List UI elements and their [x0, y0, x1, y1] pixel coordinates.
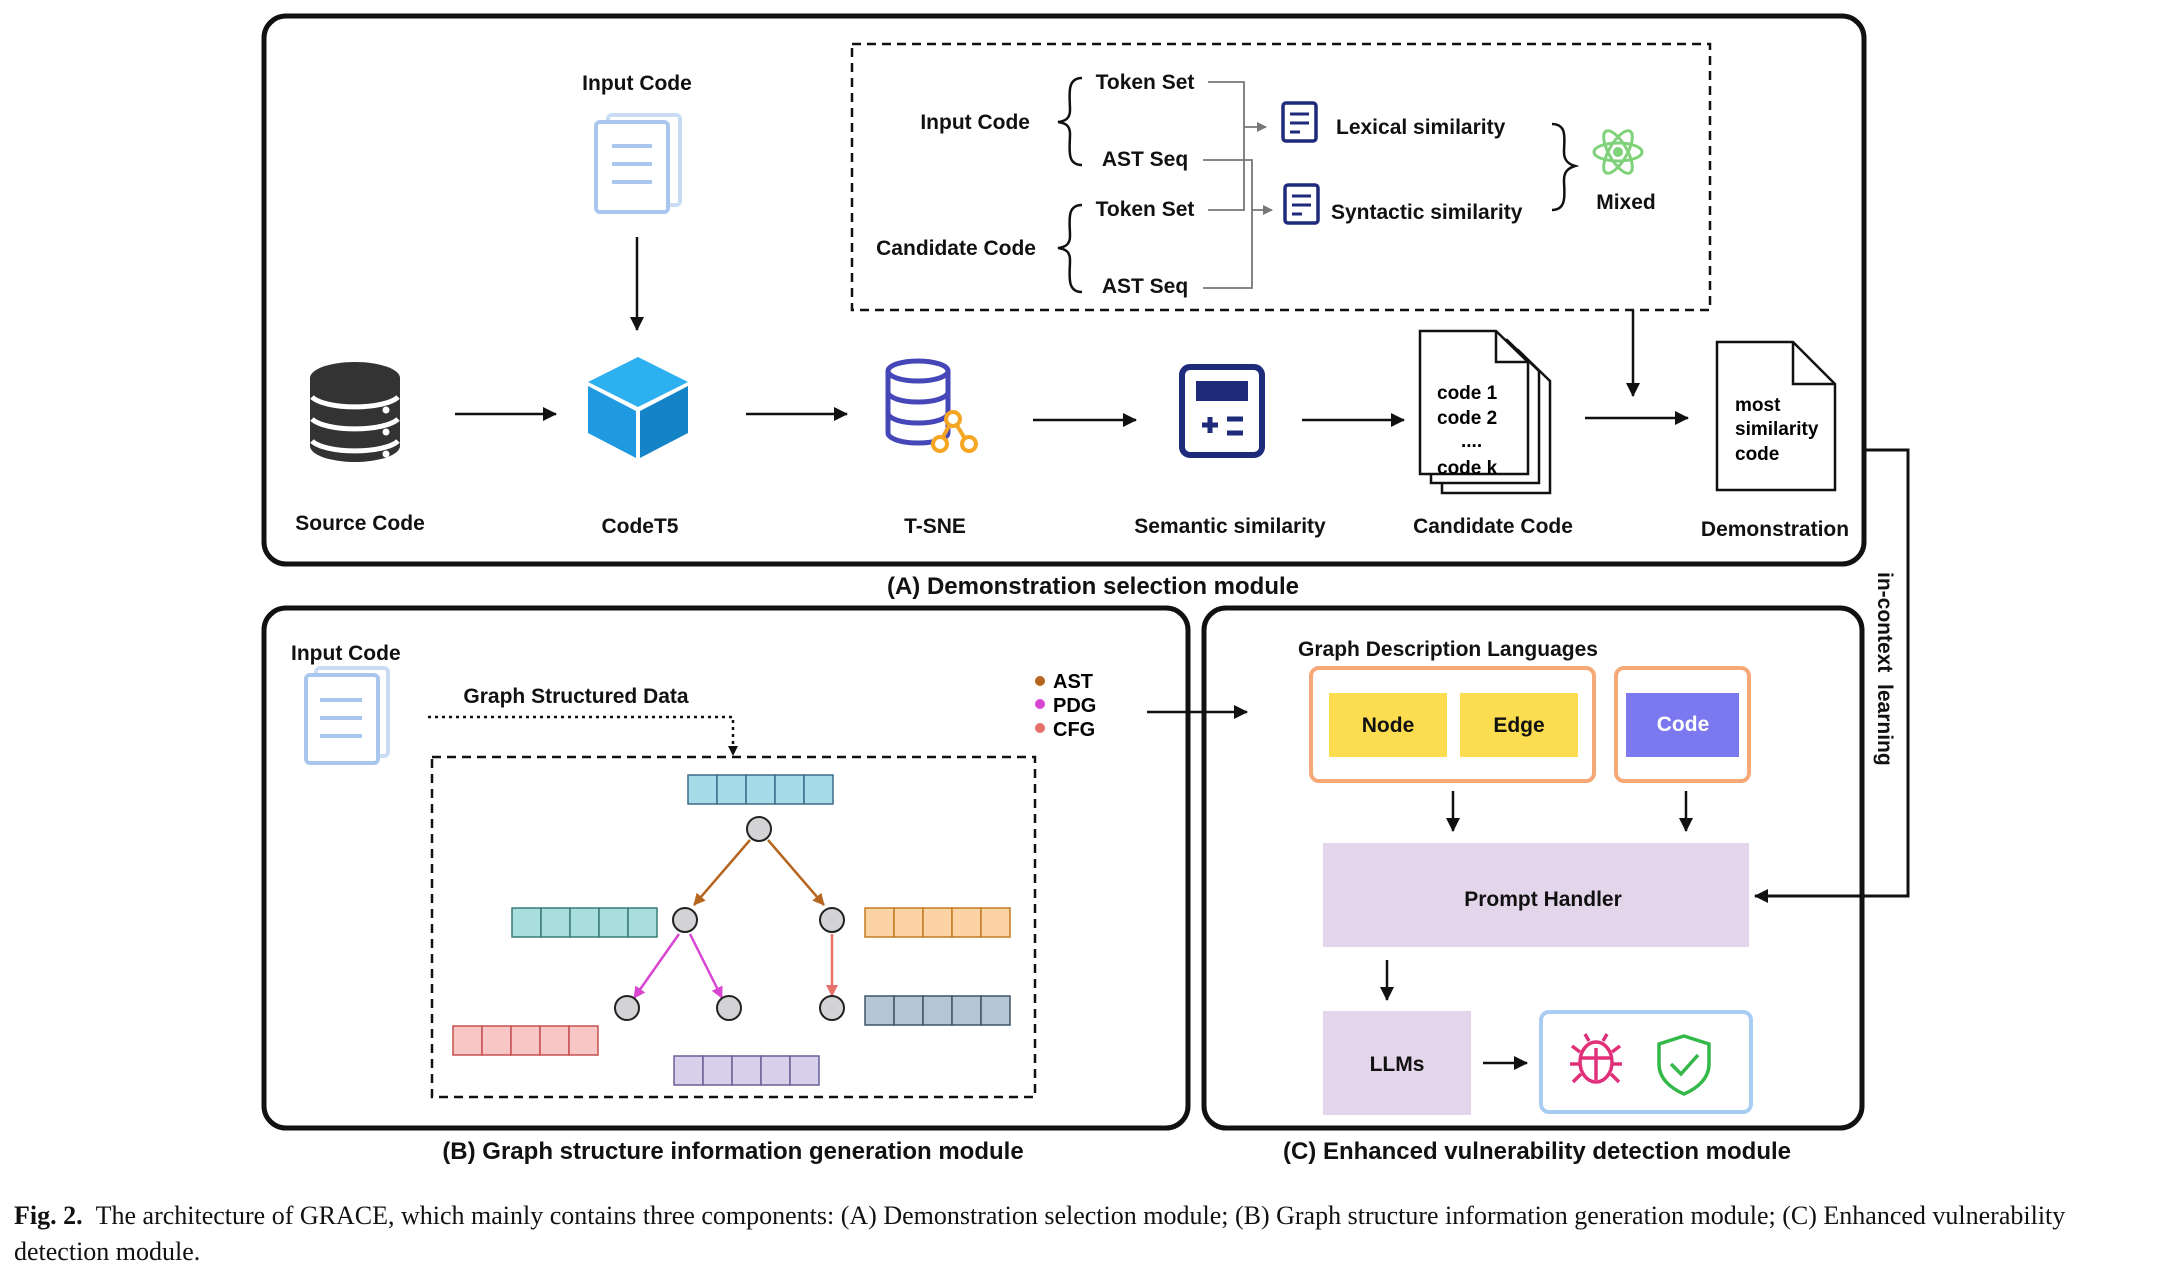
- cube-icon: [588, 357, 688, 458]
- sim-input-code: Input Code: [920, 111, 1030, 134]
- sim-lexical: Lexical similarity: [1336, 116, 1506, 139]
- prompt-handler-box: [1323, 843, 1749, 947]
- b-graph-data-label: Graph Structured Data: [463, 685, 689, 708]
- graph-box: [430, 755, 1037, 1099]
- in-context-label: in-context learning: [1873, 572, 1896, 766]
- tree-nodes: [614, 816, 845, 1021]
- module-a-panel: [261, 13, 1867, 567]
- syntactic-form-icon: [1283, 183, 1320, 225]
- demo-line-2: similarity: [1735, 419, 1819, 440]
- embedding-vector-bottom-left: [452, 1025, 599, 1056]
- a-source-code-label: Source Code: [295, 512, 425, 535]
- module-c-panel: [1201, 605, 1865, 1131]
- legend-pdg: PDG: [1053, 695, 1096, 717]
- lexical-form-icon: [1281, 101, 1318, 143]
- legend-ast-dot: [1035, 676, 1045, 686]
- a-input-code-label: Input Code: [582, 72, 692, 95]
- c-prompt-handler-label: Prompt Handler: [1464, 888, 1622, 911]
- node-edge-group: [1309, 666, 1596, 783]
- llms-box: [1323, 1011, 1471, 1115]
- module-b-title: (B) Graph structure information generati…: [442, 1138, 1023, 1165]
- code-group: [1614, 666, 1751, 783]
- a-tsne-label: T-SNE: [904, 515, 966, 538]
- legend-cfg: CFG: [1053, 719, 1095, 741]
- sim-candidate-code: Candidate Code: [876, 237, 1036, 260]
- token-connectors: [1203, 81, 1273, 289]
- c-code-label: Code: [1657, 713, 1710, 736]
- c-node-label: Node: [1362, 714, 1415, 737]
- edge-ast-left: [693, 839, 751, 906]
- edge-ast-right: [767, 839, 825, 906]
- shield-check-icon: [1657, 1034, 1711, 1096]
- a-candidate-label: Candidate Code: [1413, 515, 1573, 538]
- sim-syntactic: Syntactic similarity: [1331, 201, 1523, 224]
- a-semantic-label: Semantic similarity: [1134, 515, 1326, 538]
- candidate-line-3: ....: [1461, 431, 1482, 452]
- c-llms-label: LLMs: [1370, 1053, 1425, 1076]
- legend-pdg-dot: [1035, 699, 1045, 709]
- atom-icon: [1592, 129, 1644, 175]
- module-c-title: (C) Enhanced vulnerability detection mod…: [1283, 1138, 1791, 1165]
- a-codet5-label: CodeT5: [601, 515, 678, 538]
- input-code-brace: [1057, 76, 1083, 167]
- embedding-vector-left: [511, 907, 658, 938]
- module-b-panel: [261, 605, 1191, 1131]
- bug-icon: [1570, 1033, 1622, 1084]
- document-icon: [594, 113, 682, 214]
- candidate-code-brace: [1057, 203, 1083, 294]
- figure-caption: Fig. 2. The architecture of GRACE, which…: [14, 1198, 2154, 1270]
- legend-ast: AST: [1053, 671, 1093, 693]
- calculator-icon: [1179, 364, 1265, 458]
- b-document-icon: [304, 666, 390, 765]
- sim-ast-seq-1: AST Seq: [1102, 148, 1188, 171]
- in-context-arrow: [1754, 448, 1910, 903]
- embedding-vector-root: [687, 774, 834, 805]
- mixed-brace: [1551, 122, 1580, 212]
- sim-token-set-1: Token Set: [1096, 71, 1195, 94]
- legend-cfg-dot: [1035, 723, 1045, 733]
- candidate-docs-icon: [1418, 329, 1552, 495]
- candidate-line-2: code 2: [1437, 408, 1497, 429]
- demo-line-3: code: [1735, 444, 1779, 465]
- caption-text: The architecture of GRACE, which mainly …: [14, 1201, 2066, 1266]
- a-demonstration-label: Demonstration: [1701, 518, 1849, 541]
- candidate-line-1: code 1: [1437, 383, 1498, 404]
- edge-pdg-left: [632, 933, 681, 999]
- graph-data-dotted-arrow: [428, 715, 738, 756]
- sim-mixed: Mixed: [1596, 191, 1656, 214]
- candidate-line-k: code k: [1437, 458, 1498, 479]
- sim-token-set-2: Token Set: [1096, 198, 1195, 221]
- embedding-vector-right: [864, 907, 1011, 938]
- embedding-vector-bottom-right: [864, 995, 1011, 1026]
- edge-pdg-right: [688, 933, 724, 999]
- database-icon: [310, 362, 400, 462]
- c-gdl-label: Graph Description Languages: [1298, 638, 1598, 661]
- b-input-code-label: Input Code: [291, 642, 401, 665]
- result-box: [1539, 1010, 1753, 1114]
- embedding-vector-bottom-center: [673, 1055, 820, 1086]
- caption-label: Fig. 2.: [14, 1201, 83, 1230]
- c-edge-label: Edge: [1493, 714, 1544, 737]
- demonstration-doc-icon: [1715, 340, 1837, 492]
- sim-ast-seq-2: AST Seq: [1102, 275, 1188, 298]
- tsne-icon: [885, 358, 978, 453]
- module-a-title: (A) Demonstration selection module: [887, 573, 1299, 600]
- demo-line-1: most: [1735, 395, 1781, 416]
- similarity-box: [850, 42, 1712, 312]
